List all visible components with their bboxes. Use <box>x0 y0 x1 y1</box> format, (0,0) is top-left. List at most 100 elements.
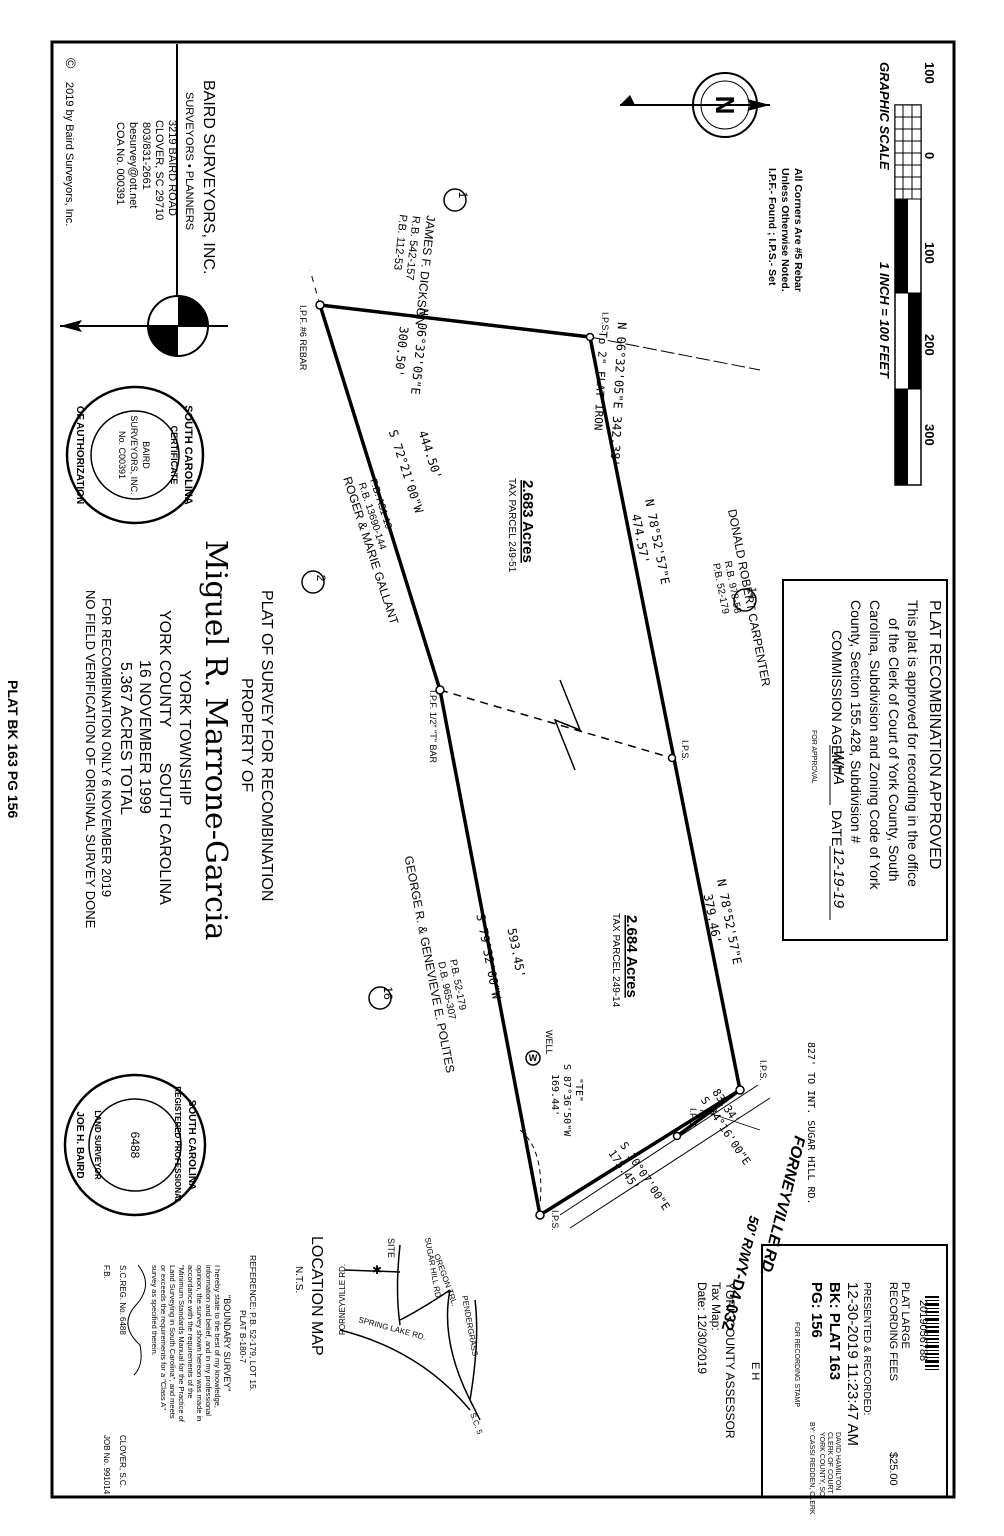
surveyor-coa: COA No. 000391 <box>114 122 126 205</box>
coa-inner-1: BAIRD <box>141 441 151 469</box>
cert-line-8: survey as specified therein. <box>150 1265 159 1356</box>
recording-fees: $25.00 <box>887 1452 899 1486</box>
recording-stamp-label: FOR RECORDING STAMP <box>793 1322 800 1407</box>
surveyor-name: BAIRD SURVEYORS, INC. <box>200 80 217 274</box>
cert-title: "BOUNDARY SURVEY" <box>222 1295 232 1391</box>
monument-ips-right: I.P.S. <box>758 1060 768 1081</box>
coa-inner-2: SURVEYORS, INC. <box>129 415 139 494</box>
recording-initials: E H <box>749 1362 761 1380</box>
location-map-roads <box>339 1244 481 1421</box>
approval-line-3: Carolina, Subdivision and Zoning Code of… <box>867 600 883 891</box>
neighbor-14-marker <box>733 588 757 612</box>
approval-line-2: of the Clerk of Court of York County, So… <box>886 618 902 882</box>
recording-presented: PRESENTED & RECORDED: <box>861 1282 872 1415</box>
svg-text:W: W <box>529 1053 538 1063</box>
scale-tick-1: 0 <box>922 152 937 159</box>
reference-2: PLAT B-180-7 <box>238 1310 248 1363</box>
neighbor-2-num: 2 <box>314 575 328 582</box>
plat-book-ref: PLAT BK 163 PG 156 <box>5 680 21 818</box>
corner-note-1: All Corners Are #5 Rebar <box>792 168 804 292</box>
approval-title: PLAT RECOMBINATION APPROVED <box>926 600 943 869</box>
surveyor-phone: 803/831-2661 <box>140 122 152 190</box>
pls-seal: SOUTH CAROLINA REGISTERED PROFESSIONAL 6… <box>63 1073 207 1217</box>
neighbor-1-num: 1 <box>456 192 470 199</box>
monument-ips-road: I.P.S. <box>688 1108 698 1129</box>
neighbor-1-marker <box>443 188 467 212</box>
cert-line-6: Land Surveying in South Carolina", and m… <box>168 1265 177 1419</box>
distance-9: 169.44' <box>549 1074 560 1116</box>
graphic-scale-ratio: 1 INCH = 100 FEET <box>877 262 892 379</box>
title-county: YORK COUNTY SOUTH CAROLINA <box>156 610 173 905</box>
scale-tick-2: 100 <box>922 242 937 264</box>
assessor-date: Date: 12/30/2019 <box>695 1282 709 1374</box>
bearing-9: S 87°36'50"W <box>561 1064 572 1137</box>
recording-doc-no: 2019056788 <box>917 1300 929 1361</box>
title-township: YORK TOWNSHIP <box>176 670 193 805</box>
scale-tick-0: 100 <box>922 62 937 84</box>
neighbor-1-pb: P.B. 112-53 <box>391 214 409 271</box>
coa-ring-title: CERTIFICATE <box>169 426 179 485</box>
coa-ring-bottom: OF AUTHORIZATION <box>74 406 85 504</box>
cert-job: JOB No. 991014 <box>102 1435 111 1495</box>
recording-book: BK: PLAT 163 <box>826 1282 843 1380</box>
te-label: "TE" <box>573 1078 584 1102</box>
title-note-2: NO FIELD VERIFICATION OF ORIGINAL SURVEY… <box>83 590 98 929</box>
title-line-2: PROPERTY OF <box>238 678 255 792</box>
north-arrow-icon: N <box>620 72 770 138</box>
bearing-6: S 79°32'00"W <box>473 913 503 1002</box>
road-rw: 50' R/W <box>735 1214 763 1268</box>
tax-map-label: Tax Map: <box>709 1282 723 1331</box>
neighbor-16-marker <box>368 986 392 1010</box>
graphic-scale-label: GRAPHIC SCALE <box>877 62 892 170</box>
parcel-1-tax: TAX PARCEL 249-51 <box>506 478 517 573</box>
monument-ips-mid: I.P.S. <box>680 740 690 761</box>
recording-page: PG: 156 <box>808 1282 825 1338</box>
title-note-1: FOR RECOMBINATION ONLY 6 NOVEMBER 2019 <box>99 598 114 897</box>
copyright-text: 2019 by Baird Surveyors, Inc. <box>63 82 75 226</box>
approval-line-1: This plat is approved for recording in t… <box>905 600 921 887</box>
coa-inner-3: No. C00391 <box>117 431 127 479</box>
cert-line-4: accordance with the requirements of the <box>186 1265 195 1398</box>
copyright-icon: © <box>63 58 79 69</box>
distance-5: 444.50' <box>416 429 445 481</box>
well-icon: W <box>525 1050 541 1066</box>
sugar-hill-distance: 827' TO INT. SUGAR HILL RD. <box>805 1042 816 1205</box>
loc-site-label: SITE <box>386 1238 396 1258</box>
clerk-2: CLERK OF COURT <box>826 1432 833 1494</box>
sheet-border <box>50 40 956 1499</box>
bearing-2: N 06°32'05"E 342.38' <box>607 322 629 467</box>
monument-ipf-rebar: I.P.F. #6 REBAR <box>298 305 308 371</box>
approval-agent-label: COMMISSION AGENT <box>829 630 845 774</box>
parcel-1-acres: 2.683 Acres <box>519 480 536 563</box>
surveyor-logo-icon <box>60 295 228 357</box>
pls-ring-bottom: LAND SURVEYOR <box>93 1110 102 1179</box>
parcel-2-acres: 2.684 Acres <box>623 915 640 998</box>
parcel-boundaries <box>309 269 771 1229</box>
owner-name: Miguel R. Marrone-Garcia <box>198 540 233 941</box>
cert-reg: S.C.REG. No. 6488 <box>118 1265 127 1335</box>
location-map-title: LOCATION MAP <box>308 1236 325 1356</box>
scale-tick-3: 200 <box>922 334 937 356</box>
pls-ring-title: REGISTERED PROFESSIONAL <box>173 1086 182 1203</box>
title-date: 16 NOVEMBER 1999 <box>136 660 153 814</box>
monument-ips-bottom: I.P.S. <box>550 1210 560 1231</box>
graphic-scale <box>894 104 922 486</box>
well-label: WELL <box>544 1030 554 1055</box>
monument-ipf-tbar: I.P.F. 1/2" "T" BAR <box>428 690 438 763</box>
pls-number: 6488 <box>128 1132 142 1159</box>
approval-agent-signature: WHA <box>830 750 847 785</box>
cert-location: CLOVER, S.C. <box>118 1435 127 1488</box>
distance-6: 593.45' <box>505 927 528 979</box>
clerk-3: YORK COUNTY, SC <box>818 1432 825 1496</box>
pls-ring-top: SOUTH CAROLINA <box>186 1100 197 1191</box>
approval-date-label: DATE <box>829 810 845 846</box>
site-star-icon: ✱ <box>372 1263 382 1277</box>
recording-datetime: 12-30-2019 11:23:47 AM <box>844 1282 861 1446</box>
assessor-label: YORK COUNTY ASSESSOR <box>723 1282 737 1439</box>
recording-type: PLAT LARGE <box>899 1282 911 1349</box>
cert-line-5: "Minimum Standards Manual for the Practi… <box>177 1265 186 1423</box>
neighbor-16-num: 16 <box>381 986 395 1000</box>
cert-fb: F.B. <box>102 1265 111 1279</box>
clerk-1: DAVID HAMILTON <box>834 1432 841 1490</box>
reference-1: REFERENCE: P.B. 52-179, LOT 15. <box>248 1255 258 1391</box>
